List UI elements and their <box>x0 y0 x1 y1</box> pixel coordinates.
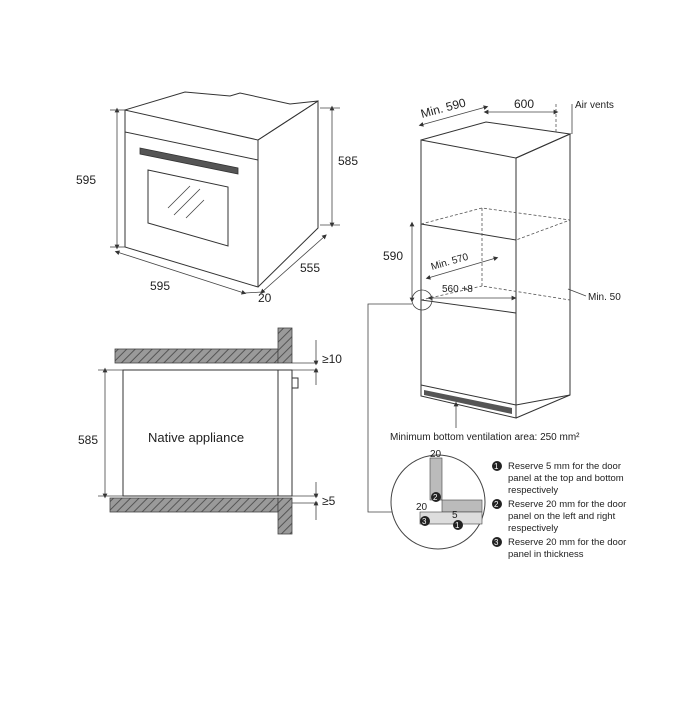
notes-list: 1 Reserve 5 mm for the door panel at the… <box>492 461 626 560</box>
detail-5: 5 <box>452 510 458 521</box>
top-shelf-hatch <box>114 348 279 364</box>
niche-depth-label: Min. 570 <box>430 252 470 273</box>
detail-marker-3: 3 <box>422 517 427 526</box>
niche-back-top <box>420 207 571 241</box>
detail-callout-circle <box>411 289 433 311</box>
bottom-shelf-hatch <box>109 497 279 513</box>
detail-door-horizontal <box>441 499 483 513</box>
oven-width-dimension <box>114 250 247 295</box>
section-height-label: 585 <box>78 433 98 447</box>
detail-marker-1: 1 <box>455 521 460 530</box>
niche-height-label: 590 <box>383 249 403 263</box>
oven-side-height-label: 585 <box>338 154 358 168</box>
vent-top-edge <box>420 384 571 406</box>
oven-depth-label: 555 <box>300 261 320 275</box>
note-2-line-2: panel on the left and right <box>508 511 616 522</box>
oven-window <box>147 169 229 247</box>
detail-marker-3-bg <box>420 516 430 526</box>
niche-opening <box>420 223 517 314</box>
niche-depth-dimension <box>425 256 499 280</box>
oven-height-label: 595 <box>76 173 96 187</box>
cabinet-front <box>420 139 517 419</box>
niche-width-label: 560 +8 <box>442 284 473 295</box>
window-glare <box>167 185 205 219</box>
detail-marker-2-bg <box>431 492 441 502</box>
cabinet-width-label: 600 <box>514 97 534 111</box>
note-1-marker: 1 <box>494 462 499 471</box>
cabinet-top <box>420 121 572 159</box>
oven-perspective: 595 595 585 555 20 <box>76 91 358 305</box>
note-3-line-2: panel in thickness <box>508 549 584 560</box>
detail-view: 20 20 5 2 3 1 <box>390 449 486 550</box>
detail-marker-2: 2 <box>433 493 438 502</box>
top-door-hatch <box>277 327 293 364</box>
detail-callout-leader <box>367 303 412 513</box>
air-vents-label: Air vents <box>575 100 614 111</box>
detail-20-top: 20 <box>430 449 442 460</box>
oven-handle <box>139 147 239 175</box>
note-2-line-3: respectively <box>508 523 558 534</box>
oven-depth-dimension <box>260 234 327 294</box>
cabinet-perspective: Min. 590 600 Air vents 590 Min. 570 560 … <box>367 95 621 513</box>
side-gap-dimension <box>567 288 587 297</box>
appliance-label: Native appliance <box>148 430 244 445</box>
oven-side-face <box>257 100 319 288</box>
bottom-vent-slot <box>424 390 512 414</box>
section-view: Native appliance 585 ≥10 ≥5 <box>78 327 342 535</box>
note-2-marker: 2 <box>494 500 499 509</box>
bottom-door-hatch <box>277 497 293 535</box>
detail-20-left: 20 <box>416 502 428 513</box>
note-1-line-1: Reserve 5 mm for the door <box>508 461 621 472</box>
note-1-line-3: respectively <box>508 485 558 496</box>
note-3-marker: 3 <box>494 538 499 547</box>
control-panel-edge <box>124 131 259 161</box>
ventilation-note: Minimum bottom ventilation area: 250 mm² <box>390 432 580 443</box>
oven-width-label: 595 <box>150 279 170 293</box>
detail-shelf <box>419 511 483 525</box>
note-2-line-1: Reserve 20 mm for the door <box>508 499 626 510</box>
cabinet-side <box>515 133 571 419</box>
door-thickness-dimension <box>244 291 263 294</box>
niche-back-edges <box>481 208 571 301</box>
appliance-door <box>277 369 293 497</box>
bottom-gap-label: ≥5 <box>322 494 336 508</box>
appliance-handle <box>291 377 299 389</box>
top-gap-label: ≥10 <box>322 352 342 366</box>
door-thickness-label: 20 <box>258 291 272 305</box>
note-1-line-2: panel at the top and bottom <box>508 473 624 484</box>
detail-marker-1-bg <box>453 520 463 530</box>
note-3-line-1: Reserve 20 mm for the door <box>508 537 626 548</box>
side-gap-label: Min. 50 <box>588 292 621 303</box>
cabinet-min-depth-label: Min. 590 <box>419 95 467 121</box>
oven-top-face <box>124 91 319 141</box>
cabinet-min-depth-dimension <box>418 105 489 127</box>
